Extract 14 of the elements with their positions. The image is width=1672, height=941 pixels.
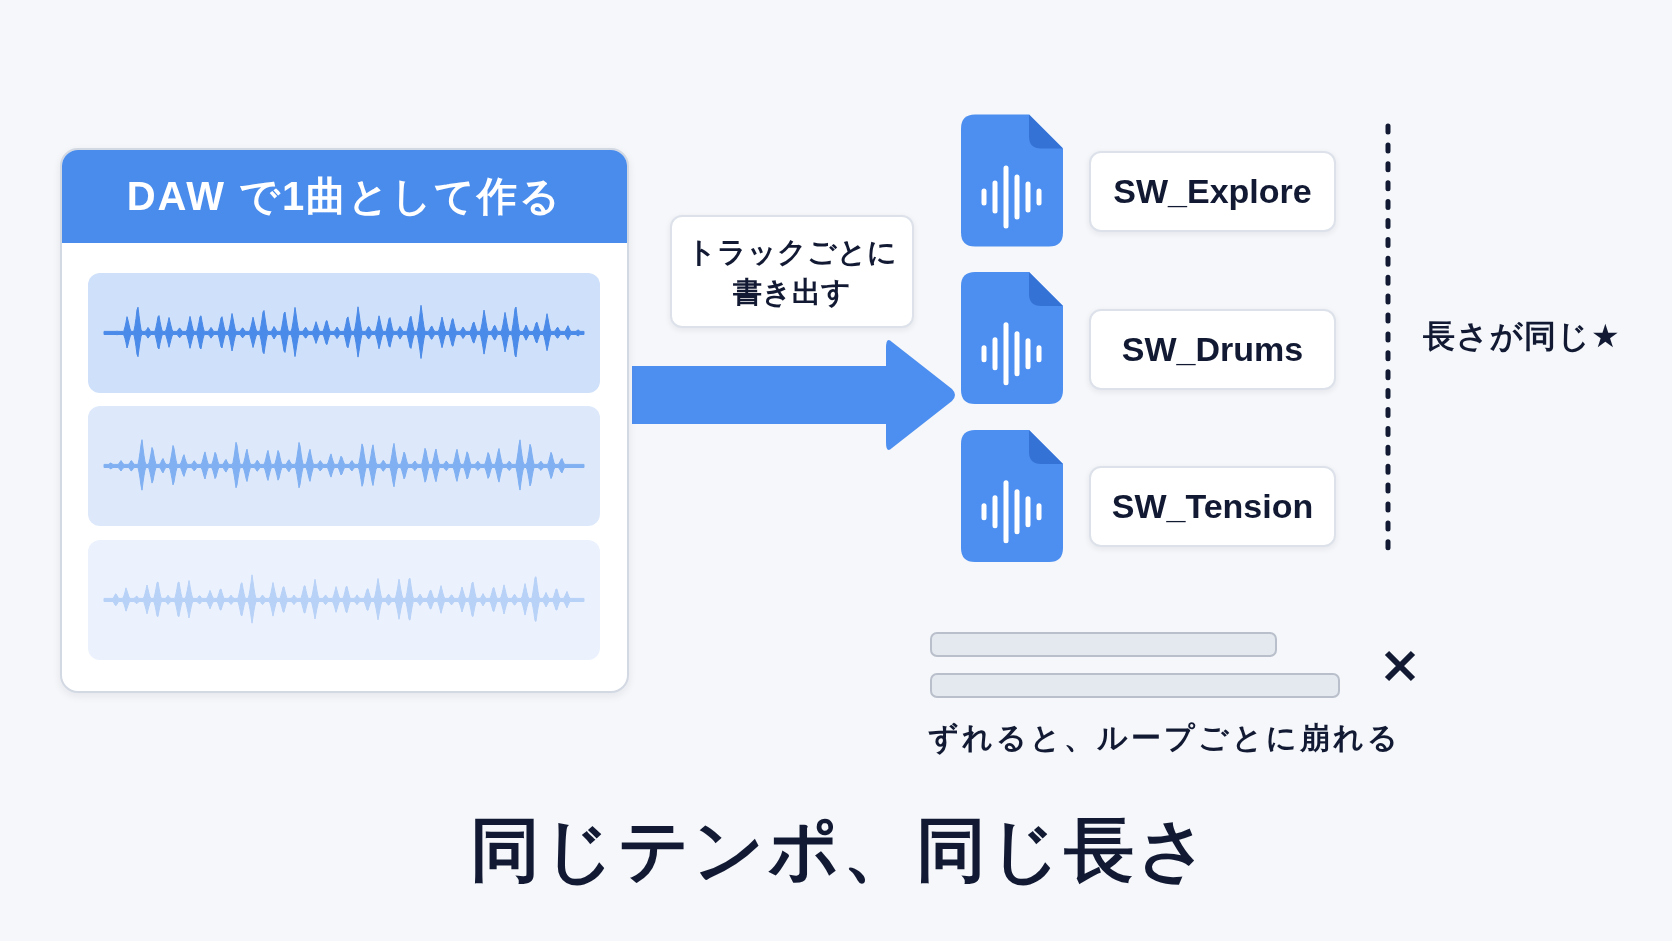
panel-header: DAW で1曲として作る <box>62 150 627 243</box>
export-note-box: トラックごとに書き出す <box>670 215 914 328</box>
warning-note: ずれると、ループごとに崩れる <box>928 720 1401 757</box>
filename-box: SW_Explore <box>1089 151 1336 232</box>
audio-file-icon <box>961 430 1063 562</box>
title: 同じテンポ、同じ長さ <box>469 810 1213 891</box>
length-bar <box>930 673 1340 698</box>
daw-panel <box>60 148 629 693</box>
filename-box: SW_Drums <box>1089 309 1336 390</box>
filename-box: SW_Tension <box>1089 466 1336 547</box>
audio-file-icon <box>961 272 1063 404</box>
audio-file-icon <box>961 114 1063 247</box>
side-note: 長さが同じ★ <box>1423 317 1621 356</box>
length-bar <box>930 632 1277 657</box>
